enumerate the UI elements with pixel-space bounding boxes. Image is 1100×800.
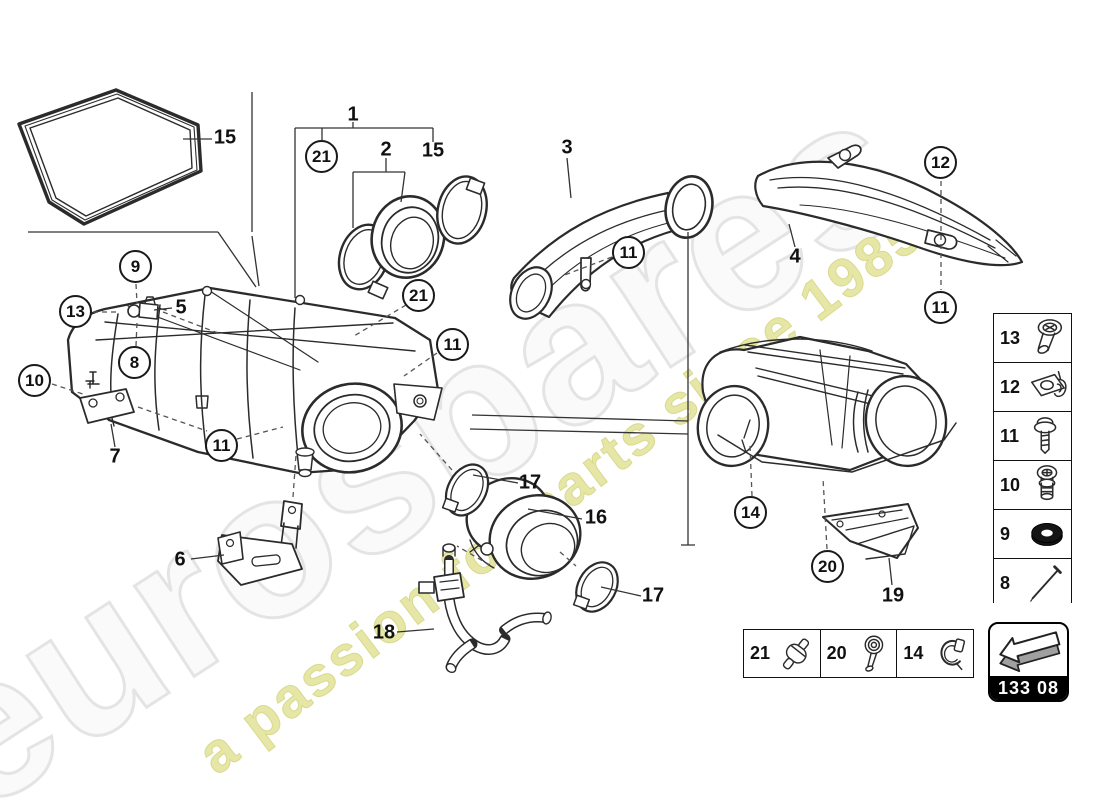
air-cleaner-housing-rear-view-drawing (696, 335, 957, 473)
callout-label-1[interactable]: 1 (347, 103, 359, 126)
callout-label-5[interactable]: 5 (175, 296, 187, 319)
torx-screw-icon (1037, 319, 1063, 354)
legend-row-11[interactable]: 11 (994, 412, 1071, 461)
direction-arrow-icon (990, 624, 1067, 676)
intake-snorkel-drawing (754, 144, 1024, 267)
vent-hose-drawing (418, 543, 552, 674)
callout-circle-10[interactable]: 10 (18, 364, 51, 397)
legend-row-13[interactable]: 13 (994, 314, 1071, 363)
grommet-screw-icon (1036, 465, 1058, 501)
callout-circle-9[interactable]: 9 (119, 250, 152, 283)
lower-cover-drawing (822, 503, 919, 560)
callout-circle-13[interactable]: 13 (59, 295, 92, 328)
legend-row-12[interactable]: 12 (994, 363, 1071, 412)
legend-number: 9 (1000, 523, 1011, 544)
legend-row-9[interactable]: 9 (994, 510, 1071, 559)
legend-row-8[interactable]: 8 (994, 559, 1071, 607)
callout-circle-11[interactable]: 11 (612, 236, 645, 269)
callout-label-15[interactable]: 15 (213, 126, 237, 149)
callout-label-15[interactable]: 15 (421, 139, 445, 162)
callout-label-19[interactable]: 19 (881, 584, 905, 607)
callout-label-6[interactable]: 6 (174, 548, 186, 571)
callout-circle-8[interactable]: 8 (118, 346, 151, 379)
legend-row-10[interactable]: 10 (994, 461, 1071, 510)
callout-label-17[interactable]: 17 (518, 471, 542, 494)
legend-number: 21 (750, 643, 771, 663)
legend-number: 13 (1000, 327, 1021, 348)
callout-circle-20[interactable]: 20 (811, 550, 844, 583)
callout-label-16[interactable]: 16 (584, 506, 608, 529)
hose-clamp-lower-drawing (572, 561, 619, 613)
flange-bolt-icon (1033, 417, 1057, 454)
callout-label-18[interactable]: 18 (372, 621, 396, 644)
mounting-bracket-drawing (217, 500, 303, 586)
rubber-mount-icon (782, 638, 810, 669)
hose-clamp-upper-drawing (441, 463, 490, 517)
dashed-leader-lines (51, 181, 942, 567)
bottom-legend-table: 21 20 (743, 629, 974, 678)
callout-circle-12[interactable]: 12 (924, 146, 957, 179)
callout-circle-11[interactable]: 11 (205, 429, 238, 462)
legend-row-20[interactable]: 20 (821, 630, 898, 677)
legend-number: 20 (826, 643, 847, 663)
callout-circle-11[interactable]: 11 (436, 328, 469, 361)
rubber-ring-icon (1031, 523, 1063, 546)
part-group-badge[interactable]: 133 08 (988, 622, 1069, 702)
hose-clip-icon (940, 637, 966, 670)
sensor-hardware-drawing (127, 296, 167, 320)
legend-row-14[interactable]: 14 (897, 630, 973, 677)
callout-label-17[interactable]: 17 (641, 584, 665, 607)
air-cleaner-housing-drawing (66, 285, 443, 478)
legend-row-21[interactable]: 21 (744, 630, 821, 677)
clip-nut-icon (1030, 370, 1067, 398)
air-filter-element-drawing (17, 88, 203, 226)
callout-label-3[interactable]: 3 (561, 136, 573, 159)
maf-sleeve-drawing (465, 477, 582, 580)
legend-number: 12 (1000, 376, 1021, 397)
callout-circle-14[interactable]: 14 (734, 496, 767, 529)
legend-number: 11 (1000, 425, 1020, 446)
callout-label-4[interactable]: 4 (789, 245, 801, 268)
clamps-and-sleeve-drawing (337, 175, 488, 300)
pin-icon (1030, 565, 1062, 602)
hardware-legend-table: 13 12 (993, 313, 1072, 607)
legend-number: 14 (903, 643, 924, 663)
leader-lines (28, 92, 893, 633)
sensor-bracket-drawing (79, 380, 135, 427)
callout-circle-11[interactable]: 11 (924, 291, 957, 324)
dome-screw-icon (864, 635, 883, 672)
callout-label-7[interactable]: 7 (109, 445, 121, 468)
intake-duct-drawing (509, 175, 714, 320)
callout-label-2[interactable]: 2 (380, 138, 392, 161)
callout-circle-21[interactable]: 21 (402, 279, 435, 312)
legend-number: 8 (1000, 572, 1011, 593)
callout-circle-21[interactable]: 21 (305, 140, 338, 173)
legend-number: 10 (1000, 474, 1021, 495)
part-group-code: 133 08 (990, 676, 1067, 700)
